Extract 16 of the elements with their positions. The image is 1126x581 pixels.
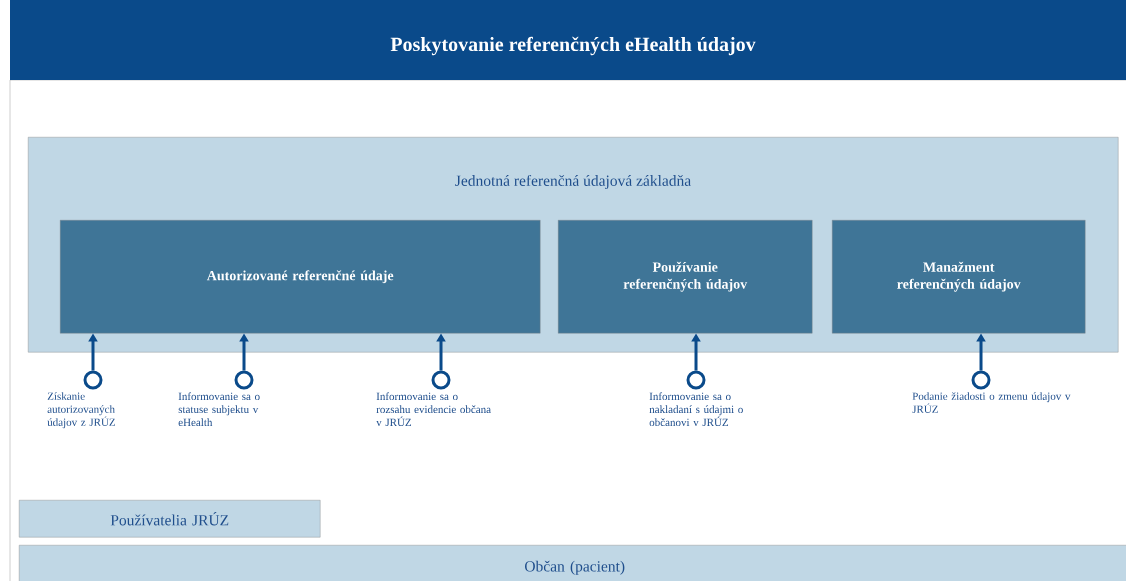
interface-label: Informovanie sa o nakladaní s údajmi o občanovi v JRÚZ <box>649 392 743 427</box>
actor-band: Používatelia JRÚZ <box>19 500 321 538</box>
title-bar: Poskytovanie referenčných eHealth údajov <box>10 0 1126 80</box>
actor-band: Občan (pacient) <box>19 545 1126 581</box>
interface-circle <box>686 370 706 390</box>
process-box: Manažment referenčných údajov <box>832 220 1086 334</box>
interface-label: Informovanie sa o statuse subjektu v eHealth <box>178 392 260 427</box>
process-box: Autorizované referenčné údaje <box>60 220 541 334</box>
interface-label: Získanie autorizovaných údajov z JRÚZ <box>47 392 116 429</box>
interface-circle <box>83 370 103 390</box>
process-box: Používanie referenčných údajov <box>558 220 813 334</box>
interface-circle <box>431 370 451 390</box>
interface-circle <box>234 370 254 390</box>
interface-label: Informovanie sa o rozsahu evidencie občana v JRÚZ <box>376 392 491 427</box>
interface-circle <box>971 370 991 390</box>
interface-label: Podanie žiadosti o zmenu údajov v JRÚZ <box>912 392 1071 413</box>
